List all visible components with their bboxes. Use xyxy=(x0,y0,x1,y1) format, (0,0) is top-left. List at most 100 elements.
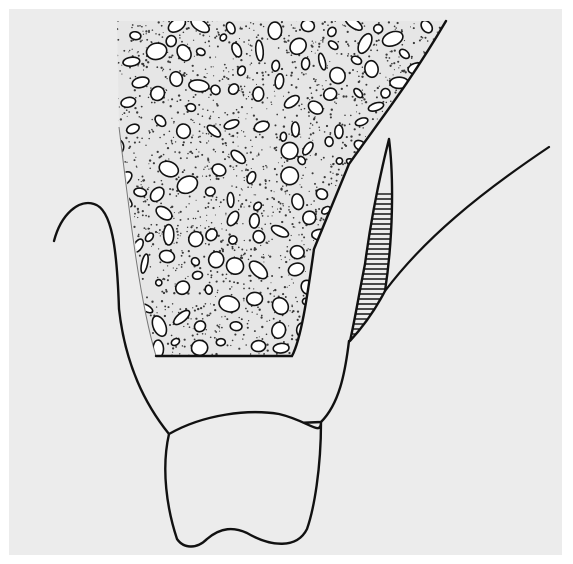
stipple-dot xyxy=(289,239,291,241)
graft-particle xyxy=(249,213,260,228)
stipple-dot xyxy=(401,70,403,72)
stipple-dot xyxy=(295,67,297,69)
stipple-dot xyxy=(341,53,343,55)
stipple-dot xyxy=(140,40,142,42)
stipple-dot xyxy=(129,231,131,233)
stipple-dot xyxy=(372,118,374,120)
stipple-dot xyxy=(207,73,208,74)
stipple-dot xyxy=(283,96,284,97)
stipple-dot xyxy=(411,301,413,303)
stipple-dot xyxy=(341,226,343,228)
stipple-dot xyxy=(209,282,211,284)
stipple-dot xyxy=(241,106,243,108)
stipple-dot xyxy=(187,27,189,29)
stipple-dot xyxy=(188,203,189,204)
stipple-dot xyxy=(273,197,275,199)
stipple-dot xyxy=(133,344,134,345)
graft-particle xyxy=(322,261,332,273)
stipple-dot xyxy=(217,20,218,21)
stipple-dot xyxy=(315,264,317,266)
stipple-dot xyxy=(175,141,176,142)
graft-particle xyxy=(122,294,135,312)
stipple-dot xyxy=(114,332,116,334)
stipple-dot xyxy=(210,303,211,304)
stipple-dot xyxy=(196,149,197,150)
stipple-dot xyxy=(123,297,125,299)
stipple-dot xyxy=(441,160,442,161)
stipple-dot xyxy=(404,121,406,123)
stipple-dot xyxy=(450,57,451,58)
stipple-dot xyxy=(336,311,338,313)
stipple-dot xyxy=(336,224,338,226)
stipple-dot xyxy=(141,338,143,340)
stipple-dot xyxy=(319,239,321,241)
stipple-dot xyxy=(424,37,426,39)
stipple-dot xyxy=(217,290,218,291)
stipple-dot xyxy=(283,38,285,40)
stipple-dot xyxy=(308,115,310,117)
stipple-dot xyxy=(430,342,432,344)
stipple-dot xyxy=(168,158,169,159)
stipple-dot xyxy=(294,28,295,29)
stipple-dot xyxy=(178,264,179,265)
stipple-dot xyxy=(440,260,442,262)
stipple-dot xyxy=(352,311,354,313)
stipple-dot xyxy=(182,345,184,347)
stipple-dot xyxy=(255,248,257,250)
stipple-dot xyxy=(170,105,172,107)
stipple-dot xyxy=(324,257,326,259)
stipple-dot xyxy=(200,225,201,226)
stipple-dot xyxy=(345,41,347,43)
stipple-dot xyxy=(441,179,442,180)
stipple-dot xyxy=(397,284,399,286)
stipple-dot xyxy=(245,147,247,149)
stipple-dot xyxy=(181,255,183,257)
stipple-dot xyxy=(424,267,426,269)
stipple-dot xyxy=(122,352,124,354)
stipple-dot xyxy=(423,51,424,52)
stipple-dot xyxy=(390,120,392,122)
stipple-dot xyxy=(373,162,375,164)
stipple-dot xyxy=(427,40,429,42)
stipple-dot xyxy=(256,314,257,315)
stipple-dot xyxy=(252,18,254,20)
stipple-dot xyxy=(136,333,138,335)
stipple-dot xyxy=(237,137,238,138)
stipple-dot xyxy=(453,343,455,345)
stipple-dot xyxy=(177,225,179,227)
stipple-dot xyxy=(278,47,280,49)
stipple-dot xyxy=(347,250,348,251)
stipple-dot xyxy=(433,126,435,128)
stipple-dot xyxy=(451,252,453,254)
stipple-dot xyxy=(189,196,191,198)
stipple-dot xyxy=(109,289,110,290)
stipple-dot xyxy=(443,276,444,277)
stipple-dot xyxy=(335,103,337,105)
stipple-dot xyxy=(161,183,163,185)
stipple-dot xyxy=(313,78,315,80)
stipple-dot xyxy=(263,169,264,170)
stipple-dot xyxy=(442,128,444,130)
stipple-dot xyxy=(183,326,184,327)
stipple-dot xyxy=(329,299,331,301)
stipple-dot xyxy=(262,215,264,217)
stipple-dot xyxy=(234,334,236,336)
stipple-dot xyxy=(229,233,231,235)
stipple-dot xyxy=(261,149,262,150)
stipple-dot xyxy=(244,177,245,178)
stipple-dot xyxy=(194,310,196,312)
stipple-dot xyxy=(329,134,330,135)
stipple-dot xyxy=(411,312,412,313)
stipple-dot xyxy=(322,39,324,41)
graft-particle xyxy=(344,254,352,260)
stipple-dot xyxy=(431,101,432,102)
stipple-dot xyxy=(160,155,162,157)
stipple-dot xyxy=(358,203,360,205)
stipple-dot xyxy=(432,153,434,155)
stipple-dot xyxy=(128,51,129,52)
stipple-dot xyxy=(164,305,166,307)
stipple-dot xyxy=(415,120,417,122)
stipple-dot xyxy=(159,261,161,263)
stipple-dot xyxy=(420,36,422,38)
stipple-dot xyxy=(281,157,283,159)
